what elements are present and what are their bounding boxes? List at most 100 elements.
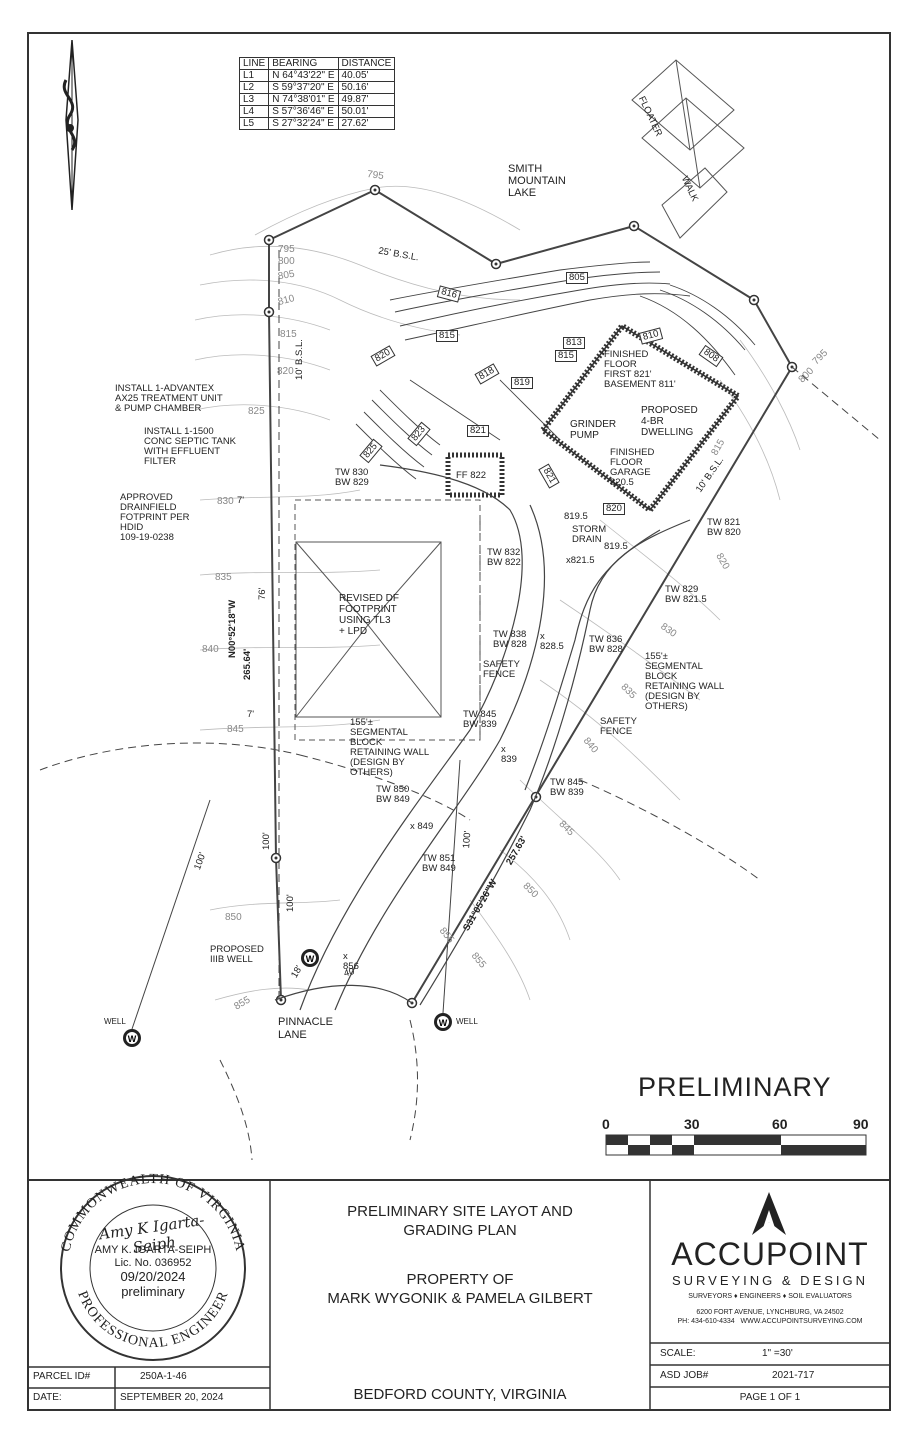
ff822-building (445, 452, 505, 498)
line-table-header: BEARING (268, 57, 339, 70)
date-label: DATE: (33, 1392, 62, 1403)
contour-elevation: 825 (248, 406, 265, 417)
finished-floor-label: FINISHED FLOOR FIRST 821' BASEMENT 811' (604, 349, 676, 390)
dimension-label: 7' (237, 495, 245, 506)
dimension-label: 100' (285, 894, 296, 912)
contour-elevation: 795 (278, 244, 295, 255)
elevation-label: TW 821 BW 820 (707, 517, 741, 538)
advantex-label: INSTALL 1-ADVANTEX AX25 TREATMENT UNIT &… (115, 383, 223, 414)
proposed-dwelling (538, 322, 743, 515)
well-icons: W W W (123, 759, 461, 1047)
page-number: PAGE 1 OF 1 (739, 1392, 801, 1403)
table-cell: L4 (238, 105, 270, 118)
table-cell: 50.16' (337, 81, 396, 94)
contour-box-label: 820 (603, 503, 625, 515)
ff822-label: FF 822 (456, 470, 487, 481)
preliminary-watermark: PRELIMINARY (638, 1072, 832, 1102)
table-cell: 50.01' (337, 105, 396, 118)
title-block-grid (28, 1180, 890, 1410)
grading-contours (355, 261, 756, 480)
lake-label: SMITH MOUNTAIN LAKE (508, 163, 566, 199)
line-table-header: LINE (238, 57, 270, 70)
scale-tick-label: 90 (853, 1116, 869, 1132)
spot-elevation: 819.5 (564, 511, 588, 522)
elevation-label: TW 845 BW 839 (463, 709, 497, 730)
spot-elevation: x 856 (343, 951, 359, 972)
storm-drain-label: STORM DRAIN (572, 524, 607, 545)
table-cell: 27.62' (337, 117, 396, 130)
safety-fence-label: SAFETY FENCE (483, 659, 520, 680)
contour-lines (194, 185, 801, 1001)
company-subtitle: SURVEYING & DESIGN (671, 1273, 869, 1288)
svg-text:W: W (306, 954, 315, 964)
date-value: SEPTEMBER 20, 2024 (120, 1392, 224, 1403)
elevation-label: TW 836 BW 828 (589, 634, 623, 655)
svg-text:W: W (439, 1018, 448, 1028)
dimension-label: 76' (257, 587, 268, 600)
bsl-10-left-label: 10' B.S.L. (294, 339, 305, 380)
contour-box-label: 821 (467, 425, 489, 437)
county-label: BEDFORD COUNTY, VIRGINIA (353, 1386, 567, 1403)
scale-tick-label: 60 (772, 1116, 788, 1132)
elevation-label: TW 829 BW 821.5 (665, 584, 707, 605)
property-owner: PROPERTY OF MARK WYGONIK & PAMELA GILBER… (327, 1271, 593, 1307)
company-name: ACCUPOINT (671, 1236, 869, 1272)
contour-elevation: 835 (215, 572, 232, 583)
drainfield-label: APPROVED DRAINFIELD FOTPRINT PER HDID 10… (120, 492, 190, 543)
dimension-label: 100' (261, 832, 272, 850)
table-cell: 49.87' (337, 93, 396, 106)
spot-elevation: 819.5 (604, 541, 628, 552)
contour-elevation: 830 (217, 496, 234, 507)
pinnacle-lane-label: PINNACLE LANE (278, 1016, 334, 1041)
spot-elevation: x 839 (501, 744, 517, 765)
job-value: 2021-717 (772, 1370, 815, 1381)
parcel-label: PARCEL ID# (33, 1371, 91, 1382)
proposed-well-label: PROPOSED IIIB WELL (210, 944, 264, 965)
parcel-value: 250A-1-46 (140, 1371, 187, 1382)
stamp-status: preliminary (121, 1284, 185, 1299)
dimension-label: 100' (461, 830, 474, 849)
contour-box-label: 815 (555, 350, 577, 362)
well-label: WELL (104, 1017, 126, 1026)
stamp-license: Lic. No. 036952 (114, 1257, 192, 1269)
spot-elevation: x821.5 (566, 555, 595, 566)
contour-box-label: 813 (563, 337, 585, 349)
spot-elevation: x 849 (410, 821, 434, 832)
bearing-left-label: N00°52'18"W (227, 599, 238, 658)
table-cell: S 57°36'46" E (268, 105, 339, 118)
drainfield (294, 499, 481, 741)
accupoint-logo-icon (752, 1192, 786, 1235)
retaining-wall-label: 155'± SEGMENTAL BLOCK RETAINING WALL (DE… (645, 651, 725, 712)
safety-fence-label: SAFETY FENCE (600, 716, 637, 737)
scale-tick-label: 30 (684, 1116, 700, 1132)
contour-box-label: 815 (436, 330, 458, 342)
drawing-title: PRELIMINARY SITE LAYOT AND GRADING PLAN (347, 1203, 573, 1239)
north-arrow-icon (62, 39, 79, 211)
revised-df-label: REVISED DF FOOTPRINT USING TL3 + LPD (339, 593, 400, 637)
contour-elevation: 840 (202, 644, 219, 655)
spot-elevation: x 828.5 (540, 631, 564, 652)
stamp-date: 09/20/2024 (120, 1269, 186, 1284)
elevation-label: TW 850 BW 849 (376, 784, 410, 805)
job-label: ASD JOB# (660, 1370, 709, 1381)
table-cell: S 27°32'24" E (268, 117, 339, 130)
well-label: WELL (456, 1017, 478, 1026)
contour-elevation: 795 (366, 168, 385, 183)
company-services: SURVEYORS ♦ ENGINEERS ♦ SOIL EVALUATORS (688, 1293, 852, 1300)
contour-elevation: 800 (278, 256, 295, 267)
table-cell: 40.05' (337, 69, 396, 82)
svg-text:W: W (128, 1034, 137, 1044)
line-table-header: DISTANCE (337, 57, 396, 70)
table-cell: L5 (238, 117, 270, 130)
grinder-pump-label: GRINDER PUMP (570, 419, 617, 441)
elevation-label: TW 838 BW 828 (493, 629, 527, 650)
table-cell: S 59°37'20" E (268, 81, 339, 94)
contour-elevation: 845 (227, 724, 244, 735)
dimension-label: 7' (247, 709, 255, 720)
